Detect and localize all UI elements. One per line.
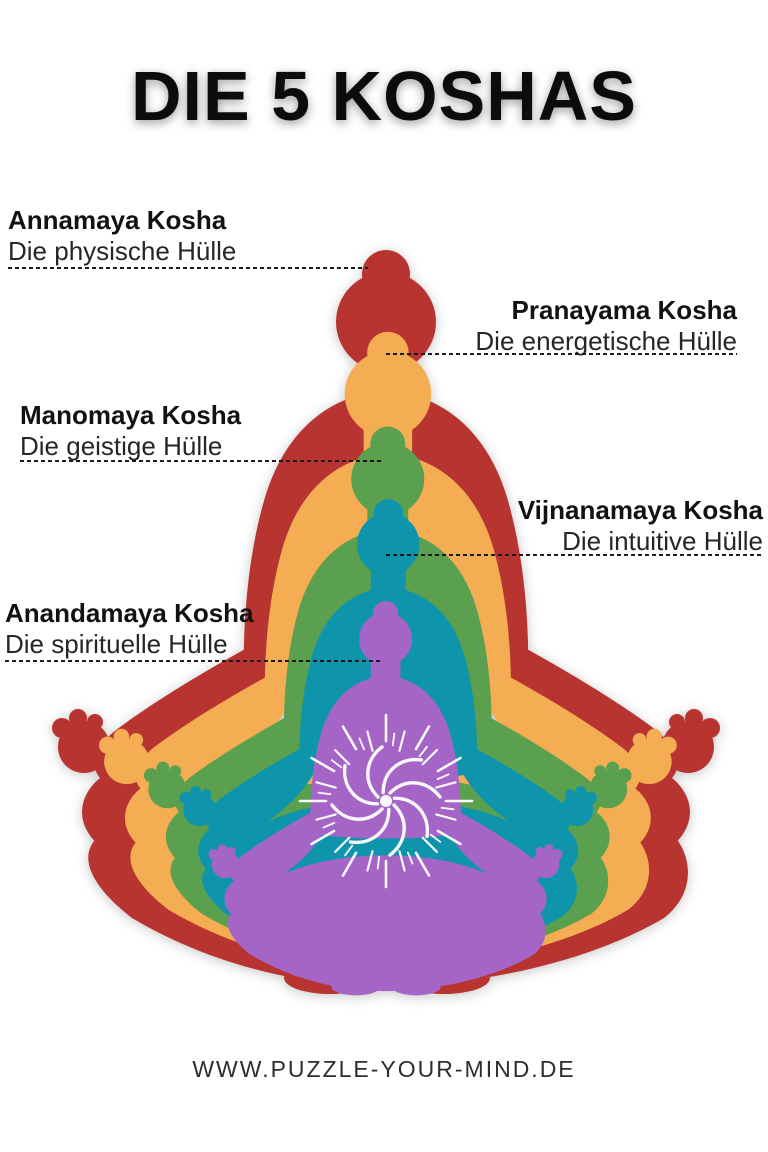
website-url: WWW.PUZZLE-YOUR-MIND.DE [192, 1056, 576, 1082]
leader-line-vijnanamaya [386, 554, 763, 556]
kosha-description: Die physische Hülle [8, 236, 237, 266]
energy-mandala-icon [298, 713, 474, 889]
kosha-label-annamaya: Annamaya Kosha Die physische Hülle [8, 205, 236, 267]
kosha-name: Vijnanamaya Kosha [517, 495, 763, 525]
kosha-label-vijnanamaya: Vijnanamaya Kosha Die intuitive Hülle [518, 495, 763, 557]
leader-line-annamaya [8, 267, 368, 269]
leader-line-manomaya [20, 460, 384, 462]
page-title: DIE 5 KOSHAS [131, 57, 637, 135]
kosha-name: Anandamaya Kosha [5, 598, 254, 628]
kosha-name: Manomaya Kosha [20, 400, 242, 430]
kosha-description: Die energetische Hülle [475, 326, 737, 356]
leader-line-anandamaya [5, 660, 380, 662]
kosha-description: Die geistige Hülle [20, 431, 223, 461]
kosha-label-pranayama: Pranayama Kosha Die energetische Hülle [475, 295, 737, 357]
leader-line-pranayama [386, 353, 737, 355]
kosha-name: Annamaya Kosha [8, 205, 227, 235]
kosha-label-manomaya: Manomaya Kosha Die geistige Hülle [20, 400, 241, 462]
kosha-label-anandamaya: Anandamaya Kosha Die spirituelle Hülle [5, 598, 254, 660]
kosha-description: Die spirituelle Hülle [5, 629, 228, 659]
kosha-name: Pranayama Kosha [511, 295, 737, 325]
kosha-description: Die intuitive Hülle [562, 526, 763, 556]
